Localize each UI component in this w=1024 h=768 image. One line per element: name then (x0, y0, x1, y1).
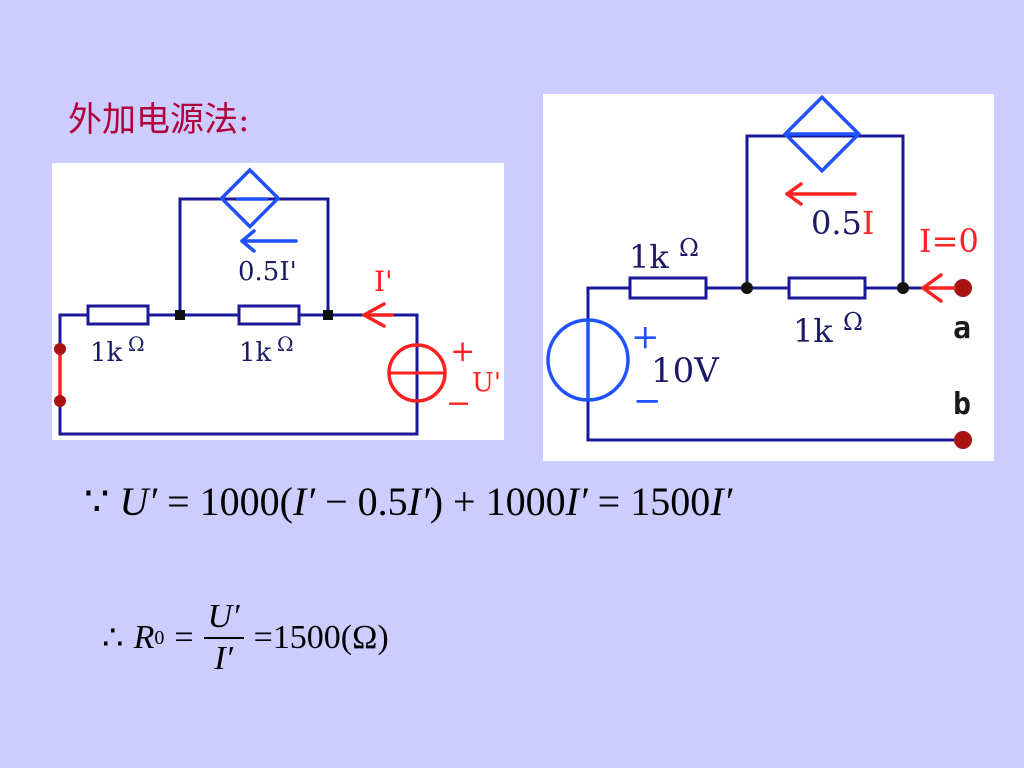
left-resistor-2-label: 1k (239, 338, 272, 368)
right-source-minus: − (633, 381, 662, 421)
eq2-equals-2: = (253, 619, 273, 656)
left-node-2 (323, 310, 333, 320)
left-node-1 (175, 310, 185, 320)
equation-voltage: ∵ U′ = 1000(I′ − 0.5I′) + 1000I′ = 1500I… (84, 478, 732, 526)
left-resistor-1-ohm: Ω (128, 332, 145, 356)
right-source-voltage-label: 10V (651, 351, 720, 391)
right-bottom-wire (586, 400, 965, 442)
left-circuit-diagram: 0.5I' 1k Ω 1k Ω I' + U' − (54, 167, 501, 436)
because-symbol: ∵ (84, 479, 110, 524)
eq2-r-sub: 0 (154, 626, 165, 649)
right-resistor-1-ohm: Ω (679, 234, 699, 262)
right-circuit-panel: 0.5I 1k Ω 1k Ω a b I=0 + 10V − (543, 94, 994, 461)
left-dependent-source-icon (219, 167, 281, 230)
left-resistor-1-label: 1k (90, 338, 123, 368)
right-parallel-branch-wire (745, 134, 905, 290)
right-node-1 (741, 282, 753, 294)
left-circuit-panel: 0.5I' 1k Ω 1k Ω I' + U' − (52, 163, 504, 440)
eq1-lhs: U′ (119, 479, 158, 524)
eq2-numerator: U′ (207, 598, 240, 635)
eq1-i-1: I′ (292, 479, 316, 524)
right-resistor-2 (787, 276, 867, 300)
right-resistor-2-ohm: Ω (843, 308, 863, 336)
right-circuit-diagram: 0.5I 1k Ω 1k Ω a b I=0 + 10V − (546, 94, 979, 449)
left-source-voltage-label: U' (472, 368, 501, 398)
eq1-minus: − (325, 479, 348, 524)
eq2-r: R (133, 619, 155, 656)
left-arrow-icon (240, 229, 256, 253)
eq2-fraction-bar (203, 637, 244, 639)
therefore-symbol: ∴ (102, 620, 124, 657)
eq1-coef: 0.5 (357, 479, 408, 524)
right-terminal-a-label: a (953, 311, 971, 346)
right-terminal-b-label: b (953, 387, 971, 422)
eq1-i-4: I′ (710, 479, 733, 524)
eq1-equals-2: = (597, 479, 621, 524)
left-resistor-2 (237, 304, 301, 326)
left-terminal-bottom (54, 395, 66, 407)
right-terminal-b (954, 431, 972, 449)
right-resistor-1 (628, 276, 708, 300)
left-source-minus: − (446, 386, 471, 421)
right-current-label: I=0 (919, 222, 979, 260)
right-resistor-2-label: 1k (793, 312, 833, 350)
right-arrow-icon (785, 182, 803, 206)
right-node-2 (897, 282, 909, 294)
eq2-denominator: I′ (214, 640, 233, 677)
eq1-plus: + (453, 479, 476, 524)
eq1-close: ) (429, 479, 444, 524)
eq2-value: 1500(Ω) (272, 619, 389, 656)
left-dependent-source-label: 0.5I' (238, 257, 297, 287)
left-current-label: I' (374, 265, 393, 298)
left-resistor-1 (86, 304, 150, 326)
right-dependent-source-icon (782, 94, 862, 174)
left-resistor-2-ohm: Ω (277, 332, 294, 356)
left-source-plus: + (450, 334, 475, 369)
eq2-equals-1: = (174, 619, 194, 656)
left-terminal-top (54, 343, 66, 355)
eq1-equals-1: = (167, 479, 190, 524)
eq2-fraction: U′ I′ (203, 597, 244, 679)
eq1-term-3: 1500 (630, 479, 711, 524)
page-title: 外加电源法: (68, 100, 250, 140)
eq1-term-2: 1000 (485, 479, 566, 524)
right-terminal-a (954, 279, 972, 297)
eq1-i-3: I′ (565, 479, 588, 524)
left-loop-wire (58, 313, 419, 436)
right-dependent-source-label: 0.5I (811, 204, 875, 242)
right-source-plus: + (631, 317, 660, 357)
eq1-i-2: I′ (407, 479, 430, 524)
eq1-term-1: 1000( (199, 479, 293, 524)
right-resistor-1-label: 1k (629, 238, 669, 276)
